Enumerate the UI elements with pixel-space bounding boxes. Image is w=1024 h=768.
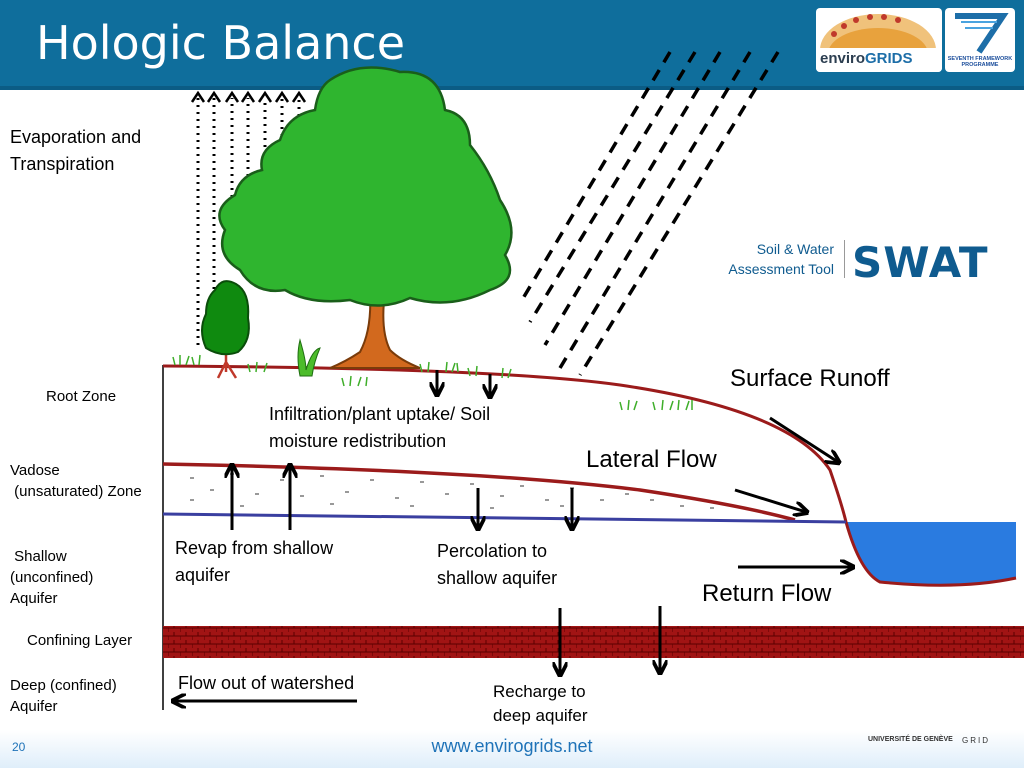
plant [297, 338, 321, 377]
vadose-top-line [162, 462, 796, 522]
swat-logo: SWAT [852, 238, 989, 287]
label-recharge: Recharge to deep aquifer [493, 682, 588, 725]
label-surface-runoff: Surface Runoff [730, 365, 890, 392]
recharge-arrows [560, 606, 660, 674]
vadose-texture [190, 473, 714, 509]
fp7-label: SEVENTH FRAMEWORK PROGRAMME [947, 56, 1013, 68]
label-revap: Revap from shallow aquifer [175, 538, 334, 585]
swat-logo-divider [844, 240, 845, 278]
grid-logo: GRID [962, 736, 990, 745]
label-confining-layer: Confining Layer [27, 632, 133, 649]
header-divider [0, 86, 1024, 90]
ground-surface-line [162, 364, 1017, 587]
confining-layer [163, 626, 1024, 658]
slide-title: Hologic Balance [36, 16, 406, 70]
label-vadose-zone: Vadose (unsaturated) Zone [10, 462, 142, 500]
shrub [201, 280, 250, 379]
label-return-flow: Return Flow [702, 580, 832, 607]
slide-footer [0, 730, 1024, 768]
label-shallow-aquifer: Shallow (unconfined) Aquifer [10, 548, 94, 607]
water-table-line [162, 512, 847, 524]
envirogrids-logo: enviroGRIDS [816, 8, 942, 72]
fp7-logo: SEVENTH FRAMEWORK PROGRAMME [945, 8, 1015, 72]
evapotranspiration-arrowheads [190, 90, 307, 103]
infiltration-arrows [437, 370, 490, 396]
fp7-seven-icon [955, 13, 1009, 54]
tree [218, 66, 513, 369]
page-number: 20 [12, 740, 26, 754]
label-deep-aquifer: Deep (confined) Aquifer [10, 677, 117, 715]
envirogrids-globe-icon [816, 14, 942, 72]
label-infiltration: Infiltration/plant uptake/ Soil moisture… [269, 404, 491, 451]
revap-arrows [232, 466, 290, 530]
percolation-arrows [478, 488, 572, 528]
envirogrids-wordmark: enviroGRIDS [820, 50, 913, 67]
label-outflow: Flow out of watershed [178, 673, 355, 693]
grass-tufts [172, 354, 693, 411]
rain-arrows [520, 51, 780, 376]
flow-arrows [734, 416, 852, 567]
label-evapotranspiration: Evaporation and Transpiration [10, 127, 142, 174]
geneve-logo: UNIVERSITÉ DE GENÈVE [868, 736, 953, 743]
stream-water [846, 522, 1016, 586]
website-link[interactable]: www.envirogrids.net [431, 736, 593, 756]
label-percolation: Percolation to shallow aquifer [437, 541, 558, 588]
label-lateral-flow: Lateral Flow [586, 446, 717, 473]
label-root-zone: Root Zone [46, 388, 117, 405]
